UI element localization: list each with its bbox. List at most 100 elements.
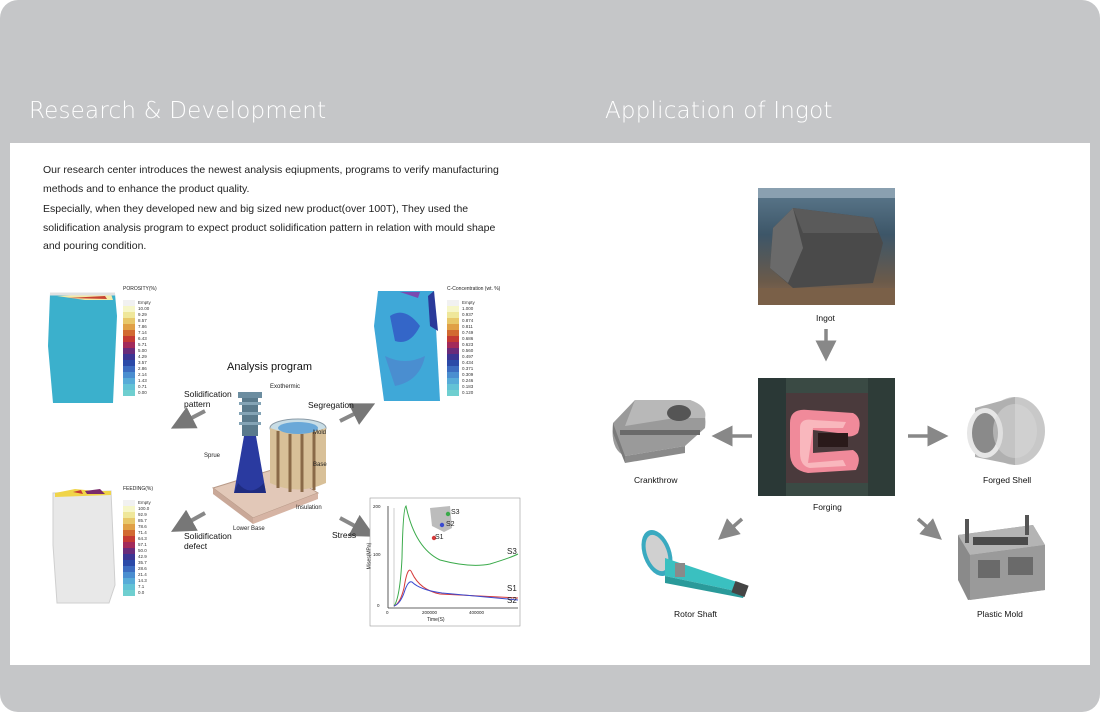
series-s3-line: [393, 505, 519, 607]
legend-swatch: [123, 506, 135, 512]
application-of-ingot-title: Application of Ingot: [605, 98, 833, 124]
y-tick-100: 100: [373, 552, 381, 557]
legend-swatch: [447, 318, 459, 324]
arrow-to-rotor-shaft: [718, 517, 744, 540]
series-s1-label: S1: [507, 584, 517, 593]
legend-value: 28.6: [138, 566, 147, 571]
legend-swatch: [123, 548, 135, 554]
legend-swatch: [447, 342, 459, 348]
x-axis-label: Time(S): [427, 617, 445, 623]
legend-swatch: [447, 372, 459, 378]
legend-value: 42.9: [138, 554, 147, 559]
legend-swatch: [123, 536, 135, 542]
solidification-defect-label: Solidification defect: [184, 531, 232, 551]
c-concentration-legend-bar: [447, 300, 459, 396]
legend-value: 0.560: [462, 348, 474, 353]
mold-assembly-drawing: [211, 392, 327, 524]
application-arrows-lower: [718, 517, 942, 540]
s2-point: [439, 522, 445, 528]
legend-value: 7.86: [138, 324, 147, 329]
point-label-s3: S3: [451, 509, 460, 516]
legend-swatch: [447, 300, 459, 306]
legend-swatch: [123, 312, 135, 318]
legend-swatch: [447, 360, 459, 366]
legend-swatch: [123, 518, 135, 524]
legend-value: 7.14: [138, 330, 147, 335]
legend-value: 78.6: [138, 524, 147, 529]
legend-swatch: [123, 366, 135, 372]
legend-value: 64.3: [138, 536, 147, 541]
arrow-stress: [339, 514, 376, 537]
lower-base-label: Lower Base: [233, 526, 265, 532]
segregation-simulation-image: [374, 291, 440, 401]
legend-value: 0.246: [462, 378, 474, 383]
point-label-s1: S1: [435, 534, 444, 541]
legend-value: 0.497: [462, 354, 474, 359]
plastic-mold-label: Plastic Mold: [977, 609, 1023, 619]
legend-swatch: [123, 554, 135, 560]
legend-value: 0.811: [462, 324, 473, 329]
legend-value: 50.0: [138, 548, 147, 553]
legend-swatch: [447, 306, 459, 312]
x-tick-200000: 200000: [422, 610, 438, 615]
insulation-label: Insulation: [296, 505, 322, 511]
legend-value: 0.686: [462, 336, 474, 341]
ingot-photo: [758, 188, 895, 305]
legend-swatch: [447, 324, 459, 330]
legend-swatch: [447, 336, 459, 342]
series-s2-line: [393, 581, 519, 607]
content-panel: Our research center introduces the newes…: [10, 143, 1090, 665]
legend-value: 0.874: [462, 318, 474, 323]
arrow-solidification-pattern: [170, 406, 206, 429]
s1-point: [431, 535, 437, 541]
legend-value: 35.7: [138, 560, 147, 565]
s3-point: [445, 511, 451, 517]
legend-value: 21.4: [138, 572, 147, 577]
y-tick-0: 0: [377, 603, 380, 608]
legend-swatch: [123, 584, 135, 590]
application-arrows: [711, 329, 949, 447]
legend-value: 7.1: [138, 584, 145, 589]
ingot-label: Ingot: [816, 313, 835, 323]
exothermic-label: Exothermic: [270, 384, 301, 390]
forging-label: Forging: [813, 502, 842, 512]
base-label: Base: [313, 462, 327, 468]
arrow-to-plastic-mold: [916, 517, 942, 540]
legend-swatch: [447, 378, 459, 384]
legend-swatch: [123, 342, 135, 348]
legend-value: 100.0: [138, 506, 150, 511]
porosity-legend-title: POROSITY(%): [123, 286, 157, 292]
legend-value: 0.937: [462, 312, 474, 317]
legend-swatch: [123, 318, 135, 324]
y-axis-label: Mises(MPa): [366, 542, 373, 570]
legend-value: 0.120: [462, 390, 474, 395]
legend-swatch: [123, 324, 135, 330]
legend-swatch: [447, 312, 459, 318]
legend-swatch: [123, 348, 135, 354]
legend-swatch: [123, 512, 135, 518]
legend-swatch: [123, 500, 135, 506]
stress-label: Stress: [332, 530, 357, 540]
legend-value: 0.71: [138, 384, 147, 389]
series-s2-label: S2: [507, 596, 517, 605]
x-tick-0: 0: [386, 610, 389, 615]
legend-value: Empty: [138, 500, 151, 505]
legend-value: 0.749: [462, 330, 474, 335]
legend-value: 0.0: [138, 590, 145, 595]
legend-swatch: [447, 348, 459, 354]
legend-value: 57.1: [138, 542, 147, 547]
stress-chart: [369, 497, 521, 627]
legend-value: 71.4: [138, 530, 147, 535]
arrow-segregation: [339, 403, 376, 425]
intro-paragraph-1: Our research center introduces the newes…: [43, 164, 499, 195]
legend-swatch: [123, 590, 135, 596]
legend-swatch: [123, 336, 135, 342]
sprue-label: Sprue: [204, 453, 221, 459]
legend-swatch: [123, 524, 135, 530]
legend-value: 5.00: [138, 348, 147, 353]
segregation-label: Segregation: [308, 400, 354, 410]
legend-swatch: [123, 372, 135, 378]
crankthrow-image: [612, 400, 706, 463]
